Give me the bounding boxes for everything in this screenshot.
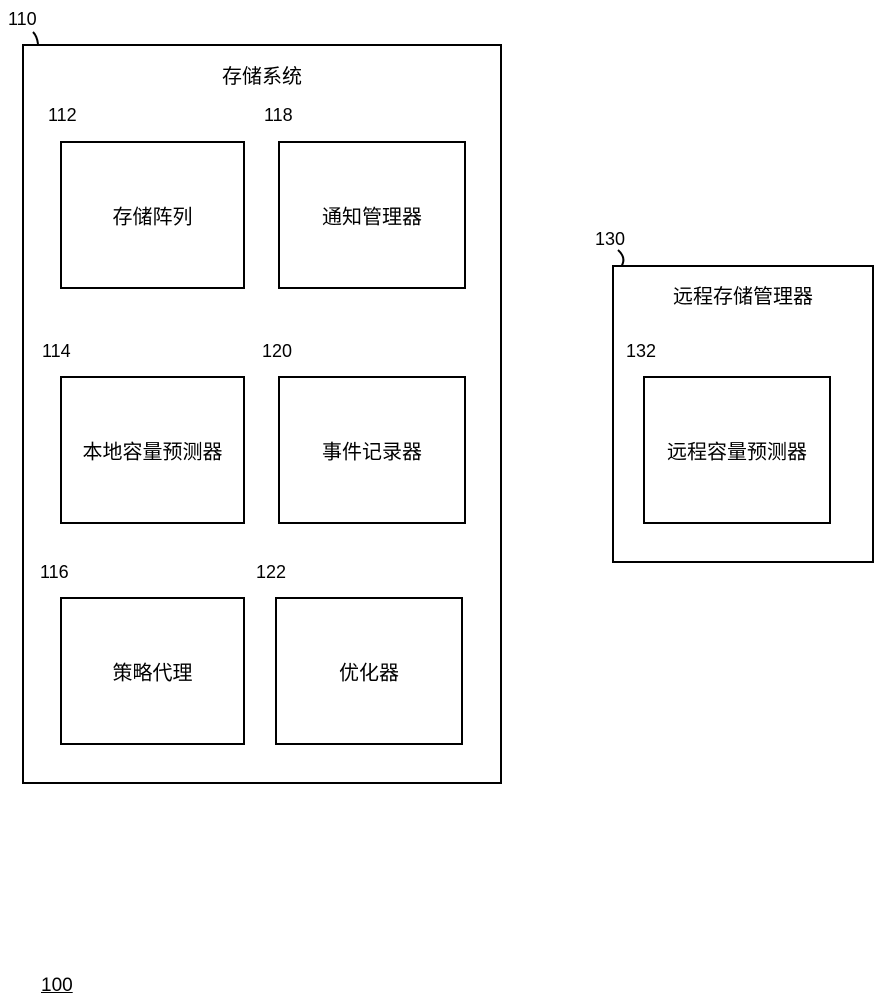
ref-116: 116 bbox=[40, 563, 69, 581]
storage-array-box: 存储阵列 bbox=[60, 141, 245, 289]
ref-132: 132 bbox=[626, 342, 656, 360]
remote-capacity-predictor-label: 远程容量预测器 bbox=[645, 436, 829, 465]
ref-122: 122 bbox=[256, 563, 286, 581]
policy-agent-label: 策略代理 bbox=[62, 657, 243, 686]
leader-110 bbox=[33, 32, 38, 44]
ref-112: 112 bbox=[48, 106, 77, 124]
optimizer-box: 优化器 bbox=[275, 597, 463, 745]
local-capacity-predictor-label: 本地容量预测器 bbox=[62, 436, 243, 465]
ref-120: 120 bbox=[262, 342, 292, 360]
figure-number: 100 bbox=[41, 976, 73, 995]
policy-agent-box: 策略代理 bbox=[60, 597, 245, 745]
ref-114: 114 bbox=[42, 342, 71, 360]
ref-110: 110 bbox=[8, 10, 37, 28]
notification-manager-label: 通知管理器 bbox=[280, 201, 464, 230]
storage-system-title: 存储系统 bbox=[24, 60, 500, 89]
optimizer-label: 优化器 bbox=[277, 657, 461, 686]
ref-118: 118 bbox=[264, 106, 293, 124]
storage-array-label: 存储阵列 bbox=[62, 201, 243, 230]
notification-manager-box: 通知管理器 bbox=[278, 141, 466, 289]
local-capacity-predictor-box: 本地容量预测器 bbox=[60, 376, 245, 524]
ref-130: 130 bbox=[595, 230, 625, 248]
event-recorder-box: 事件记录器 bbox=[278, 376, 466, 524]
event-recorder-label: 事件记录器 bbox=[280, 436, 464, 465]
remote-capacity-predictor-box: 远程容量预测器 bbox=[643, 376, 831, 524]
remote-storage-manager-title: 远程存储管理器 bbox=[614, 280, 872, 309]
